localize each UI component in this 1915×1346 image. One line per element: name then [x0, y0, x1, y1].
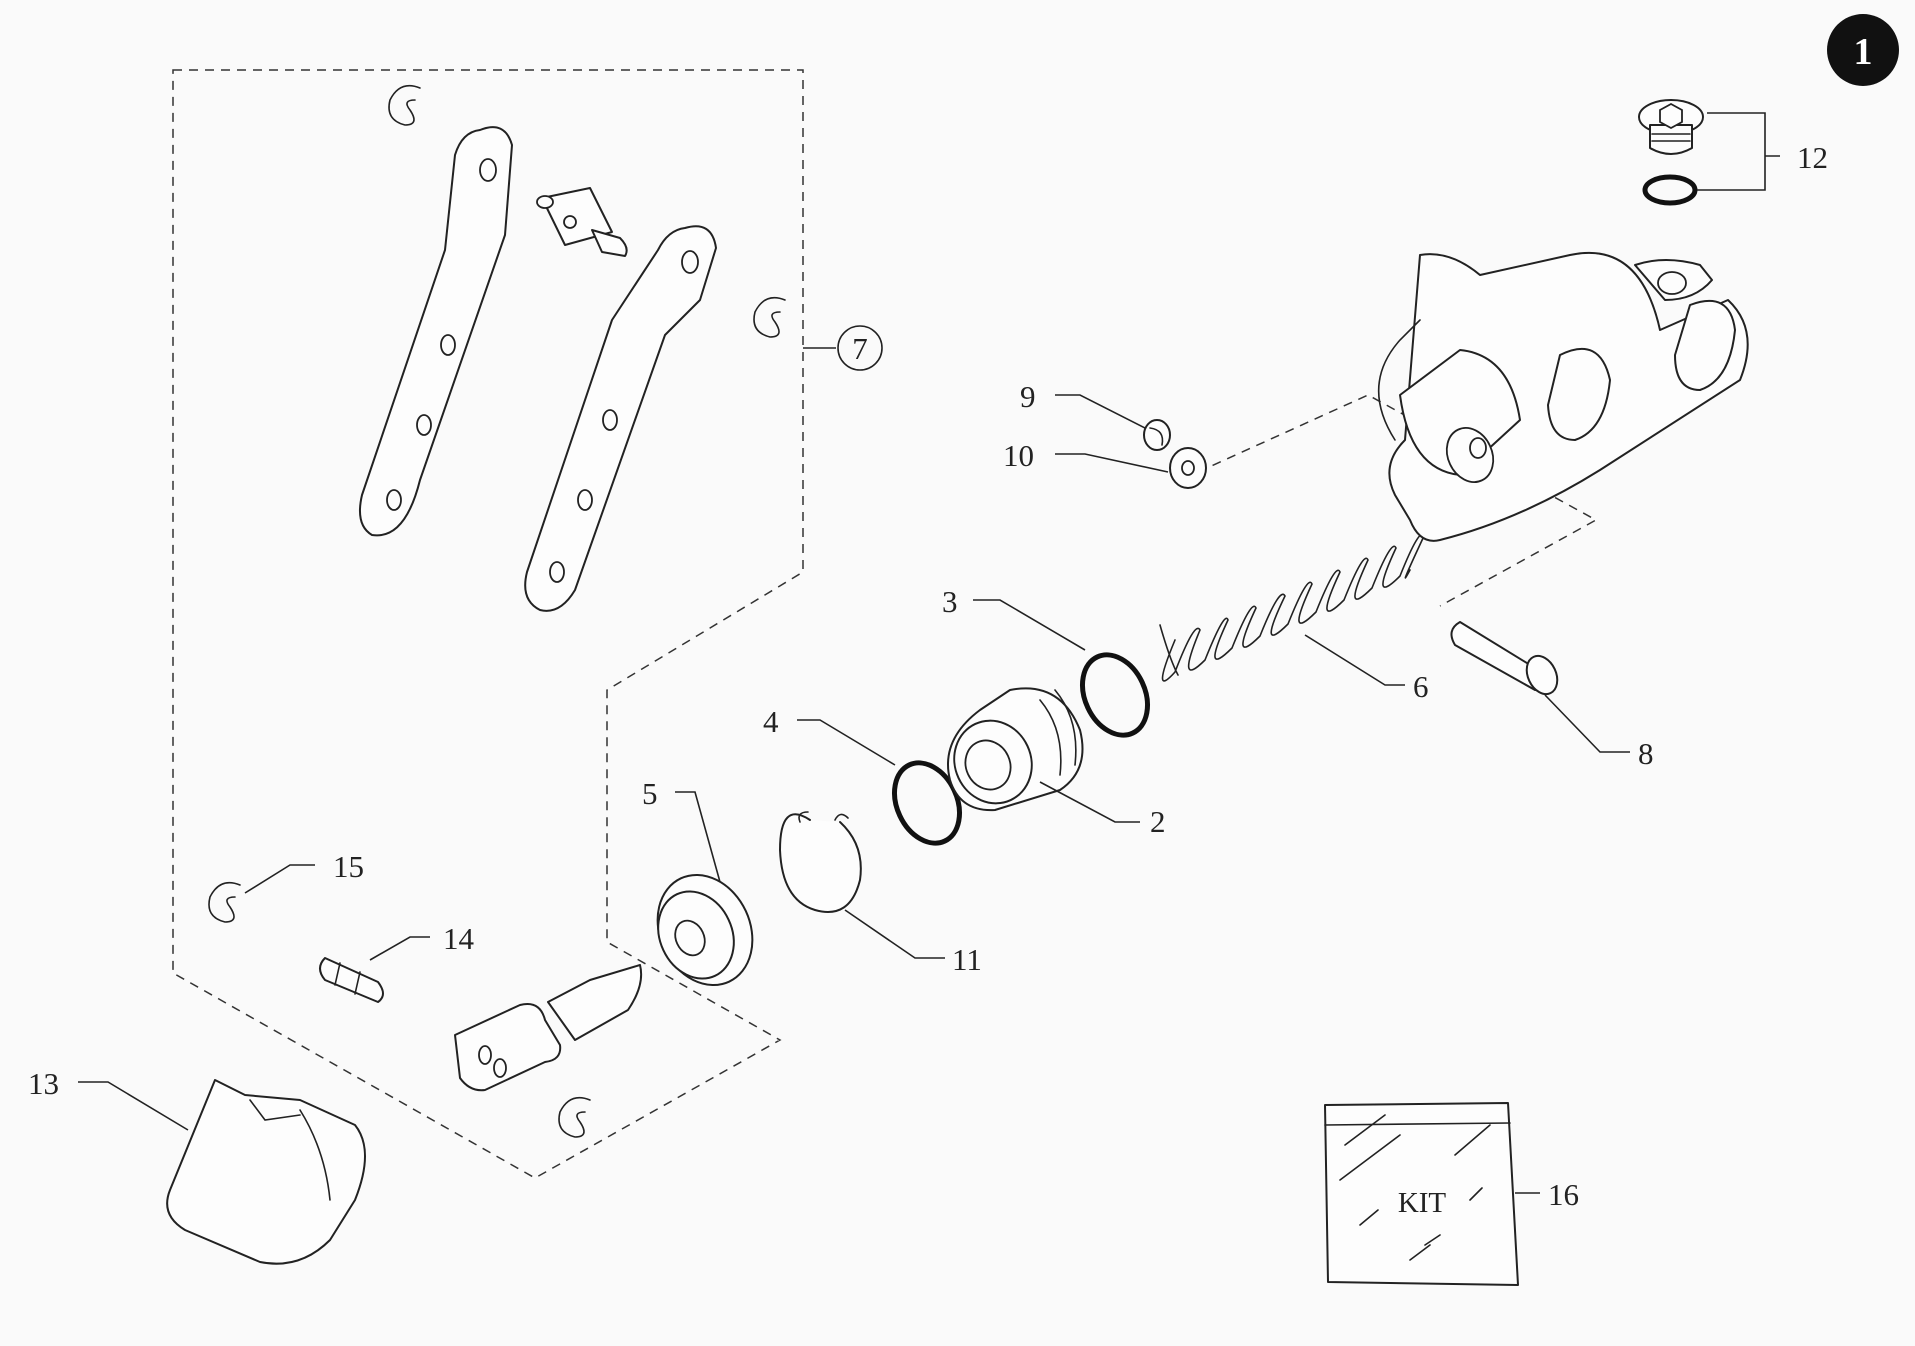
leader-10 — [1055, 453, 1169, 473]
piston-cup-5 — [656, 873, 754, 987]
plug-12 — [1638, 99, 1704, 155]
leader-6 — [1304, 634, 1405, 686]
leader-2 — [1039, 781, 1140, 823]
leader-9 — [1055, 394, 1146, 429]
callout-2: 2 — [1150, 804, 1166, 839]
pin-14 — [319, 957, 384, 1003]
washer-10 — [1169, 447, 1207, 489]
callout-5: 5 — [642, 776, 658, 811]
clip-pin-9 — [1143, 419, 1171, 451]
callout-9: 9 — [1020, 379, 1036, 414]
leader-5 — [675, 791, 721, 883]
leader-11 — [844, 909, 945, 959]
callout-7: 7 — [852, 331, 868, 366]
clip-15-mid — [753, 296, 786, 338]
callout-13: 13 — [28, 1066, 59, 1101]
o-ring-3 — [1080, 652, 1150, 738]
kit-bag-16: KIT — [1324, 1102, 1519, 1286]
callout-12: 12 — [1797, 140, 1828, 175]
callout-8: 8 — [1638, 736, 1654, 771]
pin-alignment-line — [1197, 394, 1598, 607]
kit-label: KIT — [1398, 1187, 1447, 1219]
leader-4 — [797, 719, 896, 766]
leader-14 — [369, 936, 430, 961]
kit-7-outline — [172, 69, 804, 1179]
o-ring-12 — [1642, 174, 1698, 206]
leader-8 — [1544, 694, 1630, 753]
callout-11: 11 — [952, 942, 982, 977]
clip-15-top — [388, 84, 421, 126]
leader-13 — [78, 1081, 189, 1131]
page-number: 1 — [1854, 31, 1873, 73]
push-rod-clevis — [454, 964, 643, 1092]
callout-4: 4 — [763, 704, 779, 739]
leader-12 — [1697, 112, 1780, 191]
callout-16: 16 — [1548, 1177, 1579, 1212]
callout-10: 10 — [1003, 438, 1034, 473]
clip-15-left — [208, 881, 241, 923]
clip-15-bottom — [558, 1096, 591, 1138]
spring-6 — [1159, 533, 1425, 682]
callout-6: 6 — [1413, 669, 1429, 704]
circlip-11 — [779, 811, 862, 913]
lever-plate-right — [524, 225, 717, 612]
clevis-pin-block — [536, 187, 628, 257]
cylinder-body — [1377, 251, 1749, 542]
lever-plate-left — [359, 126, 513, 537]
leader-15 — [244, 864, 315, 894]
dust-boot-13 — [166, 1079, 366, 1265]
callout-14: 14 — [443, 921, 475, 956]
pin-8 — [1450, 621, 1559, 696]
callout-15: 15 — [333, 849, 364, 884]
callout-7-circle — [837, 325, 883, 371]
piston-2 — [947, 687, 1084, 812]
leader-3 — [973, 599, 1086, 651]
page-number-badge: 1 — [1827, 14, 1899, 86]
callout-3: 3 — [942, 584, 958, 619]
